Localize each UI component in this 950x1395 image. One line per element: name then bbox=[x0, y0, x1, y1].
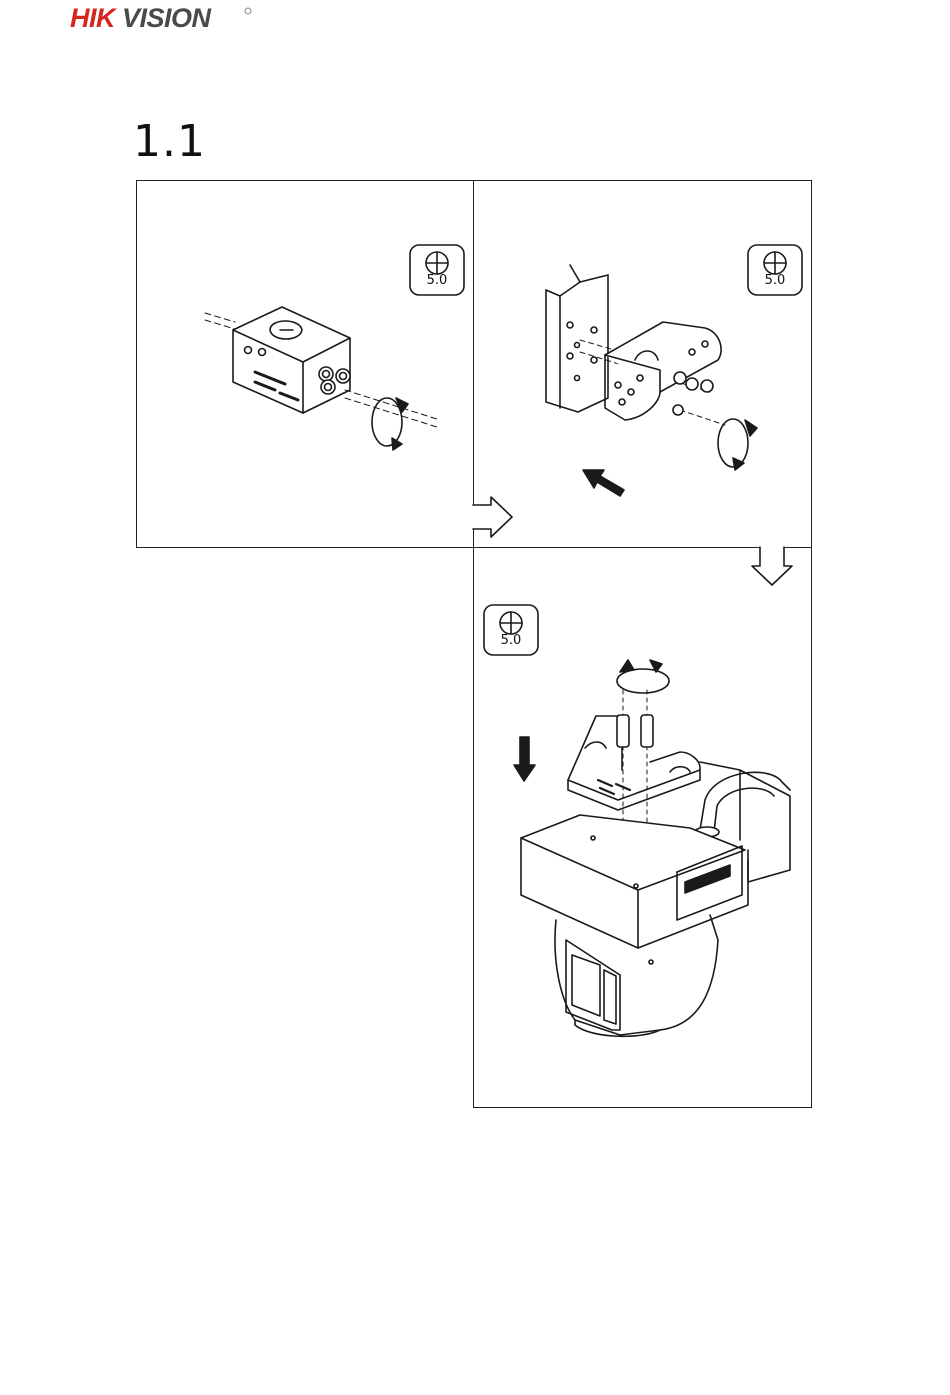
phillips-screwdriver-icon: 5.0 bbox=[484, 605, 538, 655]
tool-size-label: 5.0 bbox=[484, 633, 538, 648]
hikvision-logo: HIK VISION bbox=[70, 2, 260, 32]
step-panel-1 bbox=[136, 180, 474, 548]
tool-size-label: 5.0 bbox=[410, 273, 464, 288]
svg-text:VISION: VISION bbox=[122, 3, 212, 32]
phillips-screwdriver-icon: 5.0 bbox=[748, 245, 802, 295]
svg-text:HIK: HIK bbox=[70, 3, 118, 32]
tool-size-label: 5.0 bbox=[748, 273, 802, 288]
section-number: 1.1 bbox=[133, 118, 206, 166]
phillips-screwdriver-icon: 5.0 bbox=[410, 245, 464, 295]
step-panel-2 bbox=[473, 180, 812, 548]
